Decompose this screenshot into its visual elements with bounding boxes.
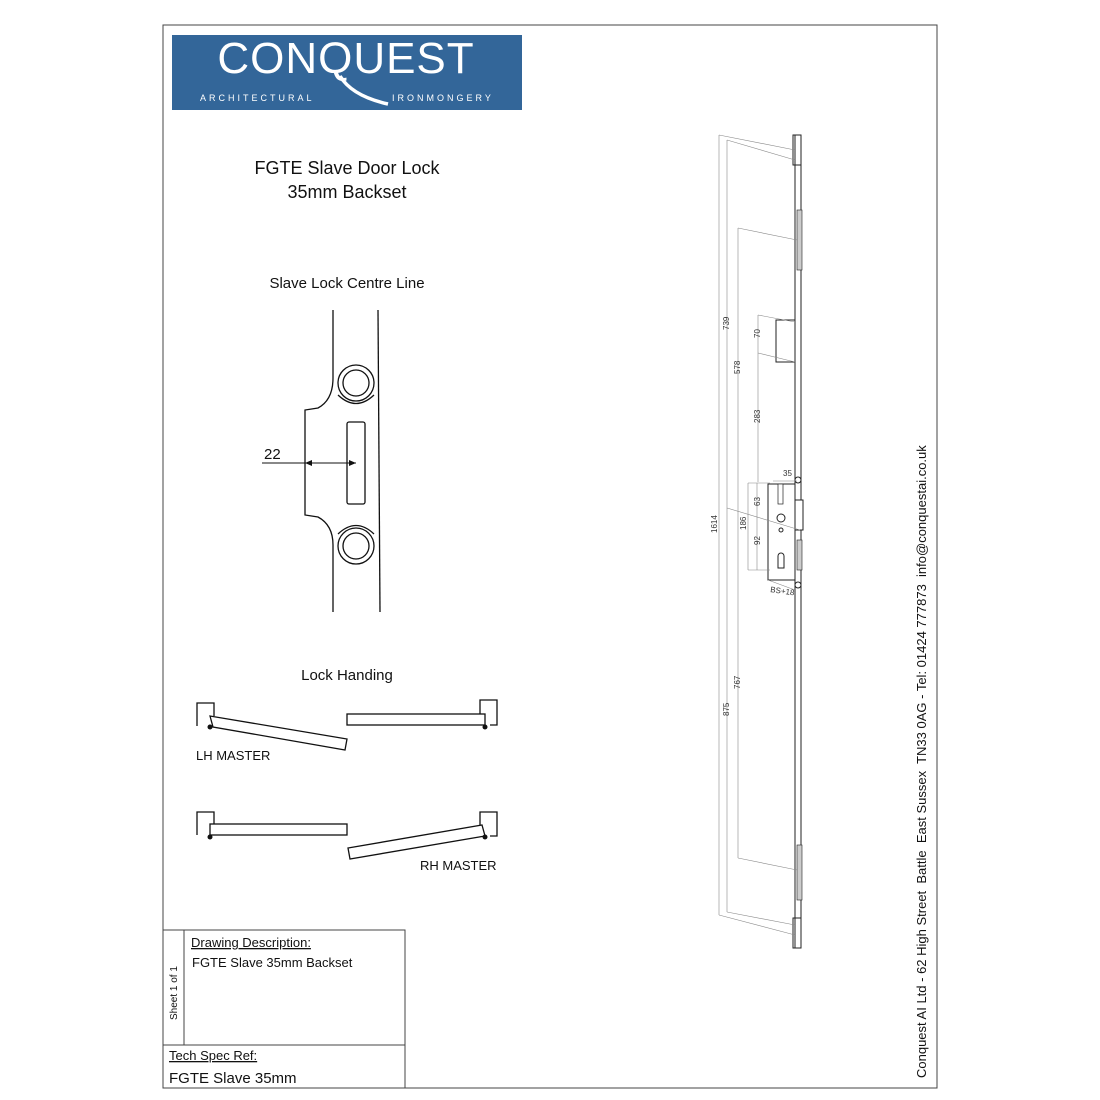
dimension-1614: 1614 xyxy=(710,515,719,533)
description-label: Drawing Description: xyxy=(191,935,311,950)
lh-master-label: LH MASTER xyxy=(196,748,270,763)
dimension-63: 63 xyxy=(753,497,762,506)
dimension-283: 283 xyxy=(753,409,762,423)
description-value: FGTE Slave 35mm Backset xyxy=(192,955,353,970)
title-block xyxy=(162,929,406,1089)
logo-tagline-left: ARCHITECTURAL xyxy=(200,93,315,103)
company-contact: Conquest AI Ltd - 62 High Street Battle … xyxy=(914,445,929,1078)
dimension-92: 92 xyxy=(753,536,762,545)
dimension-lines xyxy=(718,134,801,936)
strike-plate-detail xyxy=(262,309,381,613)
sheet-number: Sheet 1 of 1 xyxy=(169,966,180,1020)
drawing-title: FGTE Slave Door Lock xyxy=(254,158,440,178)
spec-value: FGTE Slave 35mm xyxy=(169,1070,297,1087)
dimension-186: 186 xyxy=(739,516,748,530)
lock-strip-drawing xyxy=(767,134,804,949)
dimension-578: 578 xyxy=(733,360,742,374)
centre-line-heading: Slave Lock Centre Line xyxy=(269,275,424,292)
dimension-739: 739 xyxy=(722,316,731,330)
sheet-border xyxy=(162,24,938,1089)
rh-master-label: RH MASTER xyxy=(420,858,497,873)
spec-label: Tech Spec Ref: xyxy=(169,1048,257,1063)
handing-heading: Lock Handing xyxy=(301,667,393,684)
dimension-70: 70 xyxy=(753,329,762,338)
rh-master-diagram xyxy=(196,811,498,860)
company-logo: CONQUEST ARCHITECTURAL IRONMONGERY xyxy=(172,34,522,110)
dimension-backset: BS+18 xyxy=(770,585,796,597)
dimension-767: 767 xyxy=(733,675,742,689)
drawing-subtitle: 35mm Backset xyxy=(287,182,406,202)
dimension-35: 35 xyxy=(783,469,792,478)
lh-master-diagram xyxy=(196,699,498,751)
logo-tagline-right: IRONMONGERY xyxy=(392,93,494,103)
logo-name: CONQUEST xyxy=(217,34,474,83)
dimension-875: 875 xyxy=(722,702,731,716)
centre-line-dimension: 22 xyxy=(264,446,281,463)
